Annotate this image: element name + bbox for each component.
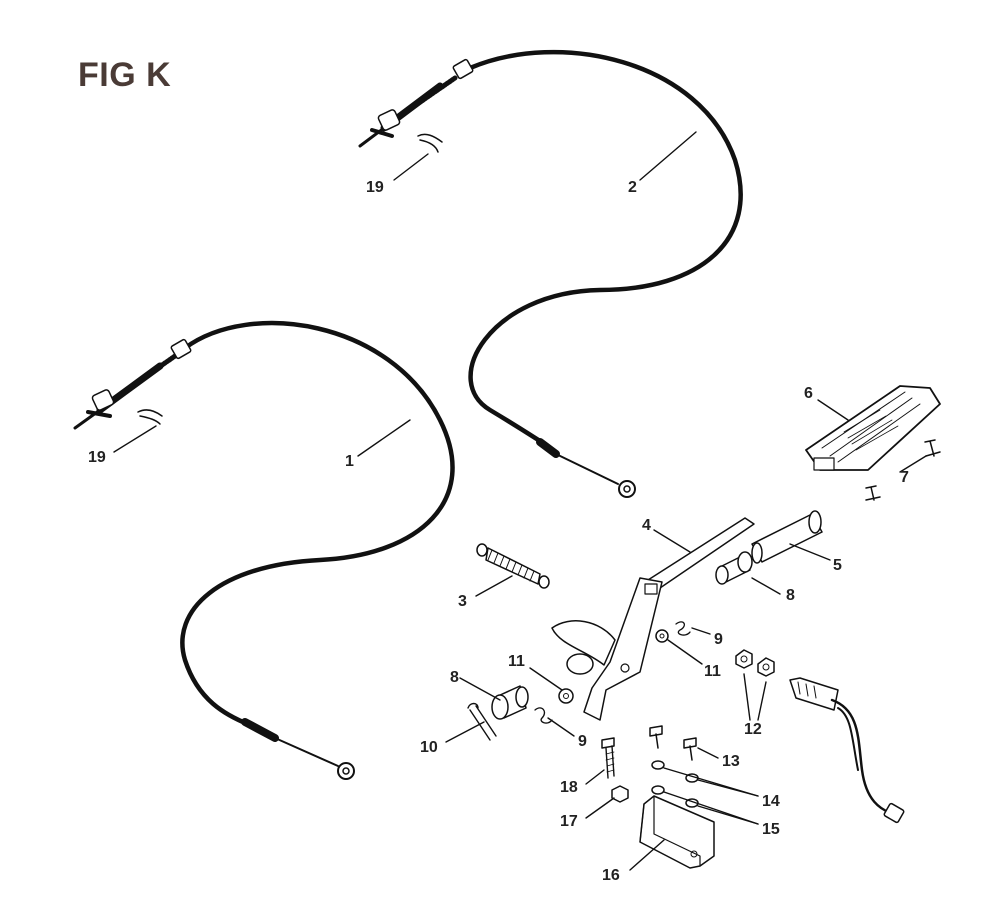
callout-11-lower: 11 bbox=[508, 653, 525, 670]
callout-5: 5 bbox=[833, 557, 842, 574]
callout-7: 7 bbox=[900, 469, 909, 486]
washer-11-right bbox=[655, 629, 669, 643]
spring-3 bbox=[476, 543, 550, 589]
callout-13: 13 bbox=[722, 753, 740, 770]
safety-switch bbox=[789, 677, 905, 824]
nuts-12 bbox=[735, 649, 775, 677]
callout-6: 6 bbox=[804, 385, 813, 402]
callout-15: 15 bbox=[762, 821, 780, 838]
figure-title: FIG K bbox=[78, 56, 172, 94]
callout-9-upper: 9 bbox=[714, 631, 723, 648]
callout-8-upper: 8 bbox=[786, 587, 795, 604]
bolt-18 bbox=[601, 737, 615, 779]
callout-16: 16 bbox=[602, 867, 620, 884]
pedal-shaft-5 bbox=[751, 510, 823, 564]
callout-19-upper: 19 bbox=[366, 179, 384, 196]
screw-7-right bbox=[924, 439, 941, 457]
clip-9-upper bbox=[675, 621, 691, 636]
callout-8-lower: 8 bbox=[450, 669, 459, 686]
callout-14: 14 bbox=[762, 793, 780, 810]
leader-lines bbox=[113, 131, 927, 871]
washer-15-a bbox=[651, 785, 665, 795]
cable-1 bbox=[73, 320, 455, 780]
callouts: 19 2 19 1 3 4 5 6 7 8 8 9 9 10 11 11 12 … bbox=[88, 179, 909, 884]
pedal-bracket-4 bbox=[551, 517, 755, 721]
callout-3: 3 bbox=[458, 593, 467, 610]
hair-pin-clip-19-upper bbox=[417, 133, 443, 153]
callout-11-upper: 11 bbox=[704, 663, 721, 680]
callout-10: 10 bbox=[420, 739, 438, 756]
pedal-pad-6 bbox=[805, 385, 941, 471]
bushing-8-lower bbox=[491, 685, 529, 720]
bolt-13-a bbox=[649, 725, 663, 749]
callout-19-lower: 19 bbox=[88, 449, 106, 466]
nut-17 bbox=[611, 785, 629, 803]
callout-17: 17 bbox=[560, 813, 578, 830]
callout-18: 18 bbox=[560, 779, 578, 796]
screw-7-left bbox=[865, 485, 881, 501]
cable-2 bbox=[358, 49, 743, 498]
cotter-pin-10 bbox=[467, 702, 497, 741]
callout-9-lower: 9 bbox=[578, 733, 587, 750]
hair-pin-clip-19-lower bbox=[137, 409, 163, 425]
mounting-bracket-16 bbox=[639, 795, 715, 869]
callout-12: 12 bbox=[744, 721, 762, 738]
washer-11-left bbox=[558, 688, 574, 704]
washer-14-a bbox=[651, 760, 665, 770]
callout-2: 2 bbox=[628, 179, 637, 196]
clip-9-lower bbox=[534, 707, 553, 724]
bolt-13-b bbox=[683, 737, 697, 761]
callout-4: 4 bbox=[642, 517, 651, 534]
callout-1: 1 bbox=[345, 453, 354, 470]
bushing-8-upper bbox=[715, 551, 753, 585]
